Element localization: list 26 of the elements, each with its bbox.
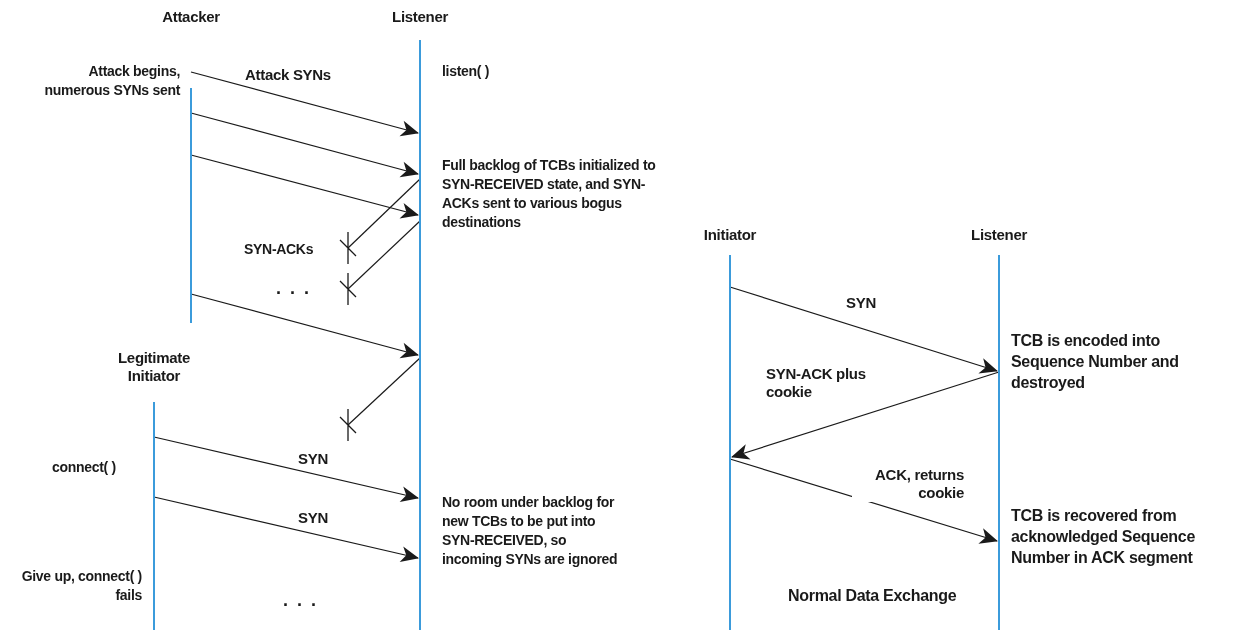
ellipsis: ... (276, 280, 318, 297)
note-text: Attack begins, numerous SYNs sent (43, 62, 180, 100)
arrow (153, 496, 419, 562)
note-text: Normal Data Exchange (788, 586, 957, 606)
note-text: Give up, connect( ) fails (20, 567, 142, 605)
note-text: SYN-ACKs (244, 240, 314, 259)
lifeline-header: Attacker (162, 8, 220, 26)
arrow (190, 293, 419, 359)
lifeline-header: Listener (971, 226, 1027, 244)
arrow (190, 154, 419, 219)
lifeline-header: Legitimate Initiator (117, 349, 191, 385)
note-text: TCB is recovered from acknowledged Sequence Number in ACK segment (1011, 506, 1196, 568)
ellipsis: ... (283, 592, 325, 609)
note-text: No room under backlog for new TCBs to be put into SYN-RECEIVED, so incoming SYNs are ignored (442, 493, 619, 569)
note-text: TCB is encoded into Sequence Number and destroyed (1011, 331, 1180, 393)
lifeline-header: Initiator (703, 226, 757, 244)
arrow (729, 286, 998, 374)
arrow (729, 458, 998, 544)
arrow (190, 71, 419, 137)
arrow (731, 371, 1000, 460)
note-text: connect( ) (52, 458, 116, 477)
note-text: Full backlog of TCBs initialized to SYN-RECEIVED state, and SYN-ACKs sent to various bogus destinations (442, 156, 657, 232)
lifeline-header: Listener (392, 8, 448, 26)
arrow (153, 436, 419, 502)
arrow (190, 112, 419, 178)
note-text: listen( ) (442, 62, 490, 81)
